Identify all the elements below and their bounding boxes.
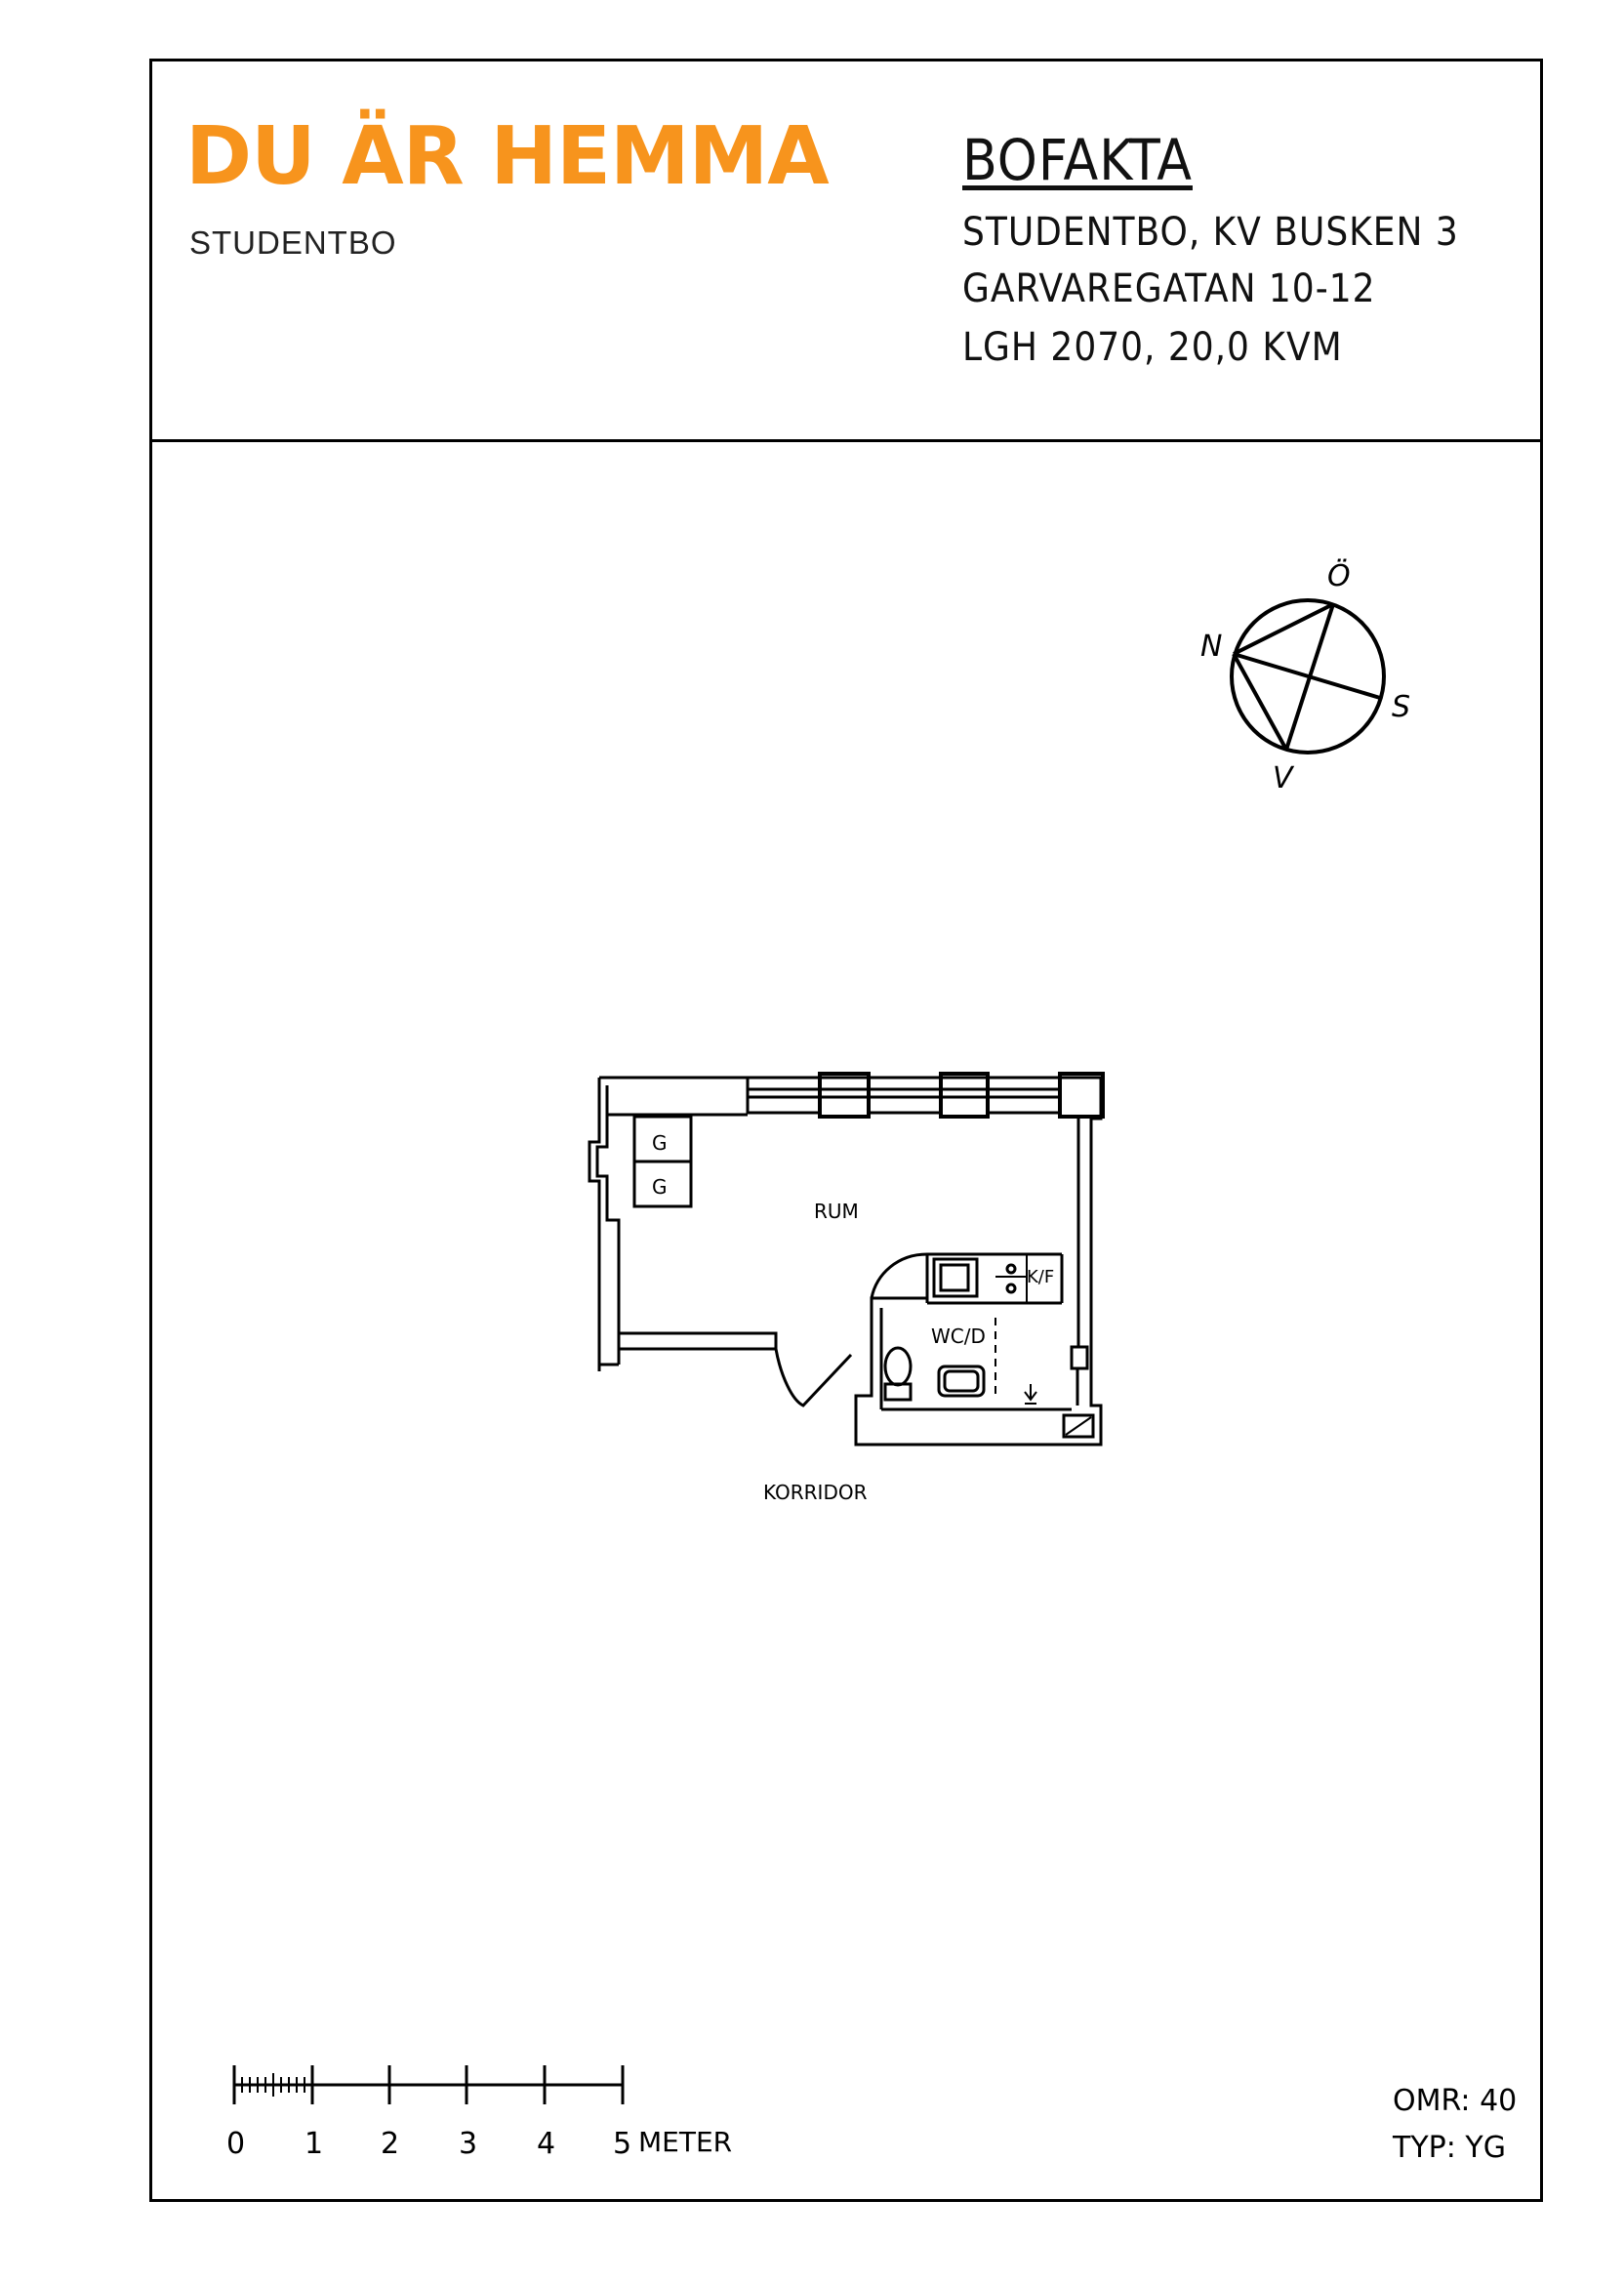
scale-label: 4 xyxy=(537,2127,555,2161)
wall-pillar xyxy=(1058,1072,1105,1119)
bathroom-door xyxy=(870,1252,928,1299)
bathroom-label: WC/D xyxy=(931,1324,986,1348)
compass-north-label: N xyxy=(1200,630,1222,664)
washbasin-inner xyxy=(943,1369,980,1393)
wardrobe-label: G xyxy=(652,1175,668,1199)
exterior-wall xyxy=(588,1078,601,1371)
ventilation-shaft xyxy=(1062,1413,1095,1439)
stove-plate xyxy=(1005,1263,1017,1275)
scale-label: 3 xyxy=(459,2127,477,2161)
brand-logo: DU ÄR HEMMA xyxy=(185,110,830,203)
scale-subticks xyxy=(241,2073,305,2097)
window xyxy=(867,1076,943,1115)
compass-circle xyxy=(1230,598,1386,754)
bofakta-property: STUDENTBO, KV BUSKEN 3 xyxy=(962,210,1459,255)
bofakta-apartment: LGH 2070, 20,0 KVM xyxy=(962,325,1343,370)
exterior-wall xyxy=(599,1076,1103,1447)
window xyxy=(746,1076,822,1115)
compass-west-label: V xyxy=(1273,761,1295,795)
interior-wall-line xyxy=(595,1085,621,1365)
drawing-frame xyxy=(149,59,1543,2202)
scale-bar xyxy=(232,2065,625,2104)
corridor-wall xyxy=(619,1331,778,1351)
corridor-label: KORRIDOR xyxy=(763,1481,868,1504)
header-divider xyxy=(149,439,1543,442)
kitchen-sink-basin xyxy=(939,1263,970,1292)
compass-needle xyxy=(1232,653,1288,751)
stove-plate xyxy=(1005,1283,1017,1294)
compass-needle xyxy=(1233,602,1334,656)
toilet-bowl xyxy=(883,1346,913,1387)
compass-needle xyxy=(1284,603,1335,751)
floor-plan xyxy=(588,1072,1105,1447)
brand-subtitle: STUDENTBO xyxy=(189,224,397,261)
compass xyxy=(1230,598,1386,754)
kitchen-label: K/F xyxy=(1027,1267,1054,1287)
floor-drain xyxy=(1024,1391,1037,1402)
scale-unit: METER xyxy=(638,2126,732,2158)
kitchen-sink xyxy=(932,1257,979,1298)
bofakta-title: BOFAKTA xyxy=(962,127,1193,193)
entrance-door xyxy=(774,1348,853,1407)
compass-south-label: S xyxy=(1392,690,1410,724)
room-label: RUM xyxy=(814,1200,859,1223)
bofakta-address: GARVAREGATAN 10-12 xyxy=(962,266,1376,311)
scale-label: 2 xyxy=(381,2127,399,2161)
window xyxy=(986,1076,1062,1115)
wall-pillar xyxy=(1070,1345,1089,1370)
scale-label: 1 xyxy=(304,2127,323,2161)
apartment-type: TYP: YG xyxy=(1393,2131,1506,2165)
washbasin xyxy=(937,1365,986,1398)
compass-east-label: Ö xyxy=(1327,558,1351,593)
scale-label: 0 xyxy=(226,2127,245,2161)
wall-pillar xyxy=(818,1072,871,1119)
ventilation-shaft xyxy=(1065,1416,1092,1436)
area-code: OMR: 40 xyxy=(1393,2084,1518,2118)
wall-pillar xyxy=(939,1072,990,1119)
wardrobe-label: G xyxy=(652,1131,668,1155)
scale-label: 5 xyxy=(613,2127,631,2161)
compass-needle xyxy=(1233,652,1381,700)
